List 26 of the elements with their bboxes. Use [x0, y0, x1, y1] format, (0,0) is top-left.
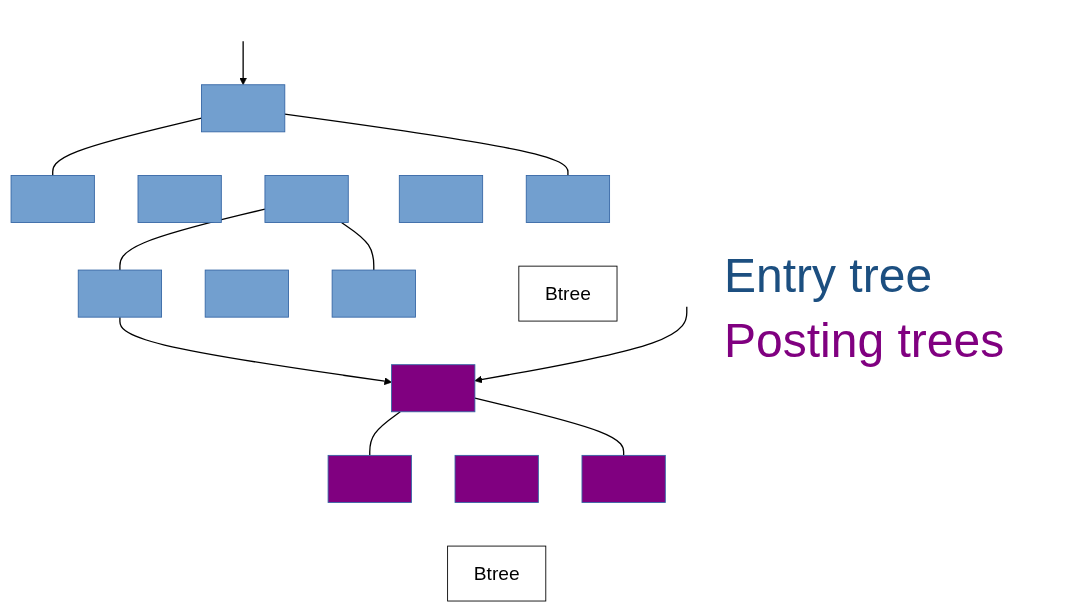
- node-box: [327, 454, 412, 503]
- node-box: [137, 175, 222, 223]
- connector: [340, 221, 375, 271]
- node-box: [77, 269, 162, 318]
- node-box: [398, 175, 484, 223]
- node-box: [454, 454, 539, 503]
- section-label: Posting trees: [724, 313, 1006, 368]
- node-box: [264, 175, 349, 223]
- node-box: [525, 175, 611, 223]
- node-box: [201, 84, 286, 133]
- connector: [474, 397, 625, 457]
- section-label: Entry tree: [724, 248, 934, 303]
- connector: [369, 411, 401, 457]
- node-box: Btree: [518, 265, 618, 322]
- node-box: [581, 454, 666, 503]
- connector: [284, 113, 569, 177]
- node-box: [331, 269, 416, 318]
- connector: [119, 208, 266, 271]
- arrow: [474, 306, 688, 384]
- arrow: [239, 40, 247, 86]
- arrow: [119, 316, 392, 385]
- node-box: [391, 364, 476, 413]
- node-box: Btree: [447, 545, 547, 602]
- connector: [52, 117, 203, 177]
- node-box: [10, 175, 95, 223]
- node-box: [204, 269, 289, 318]
